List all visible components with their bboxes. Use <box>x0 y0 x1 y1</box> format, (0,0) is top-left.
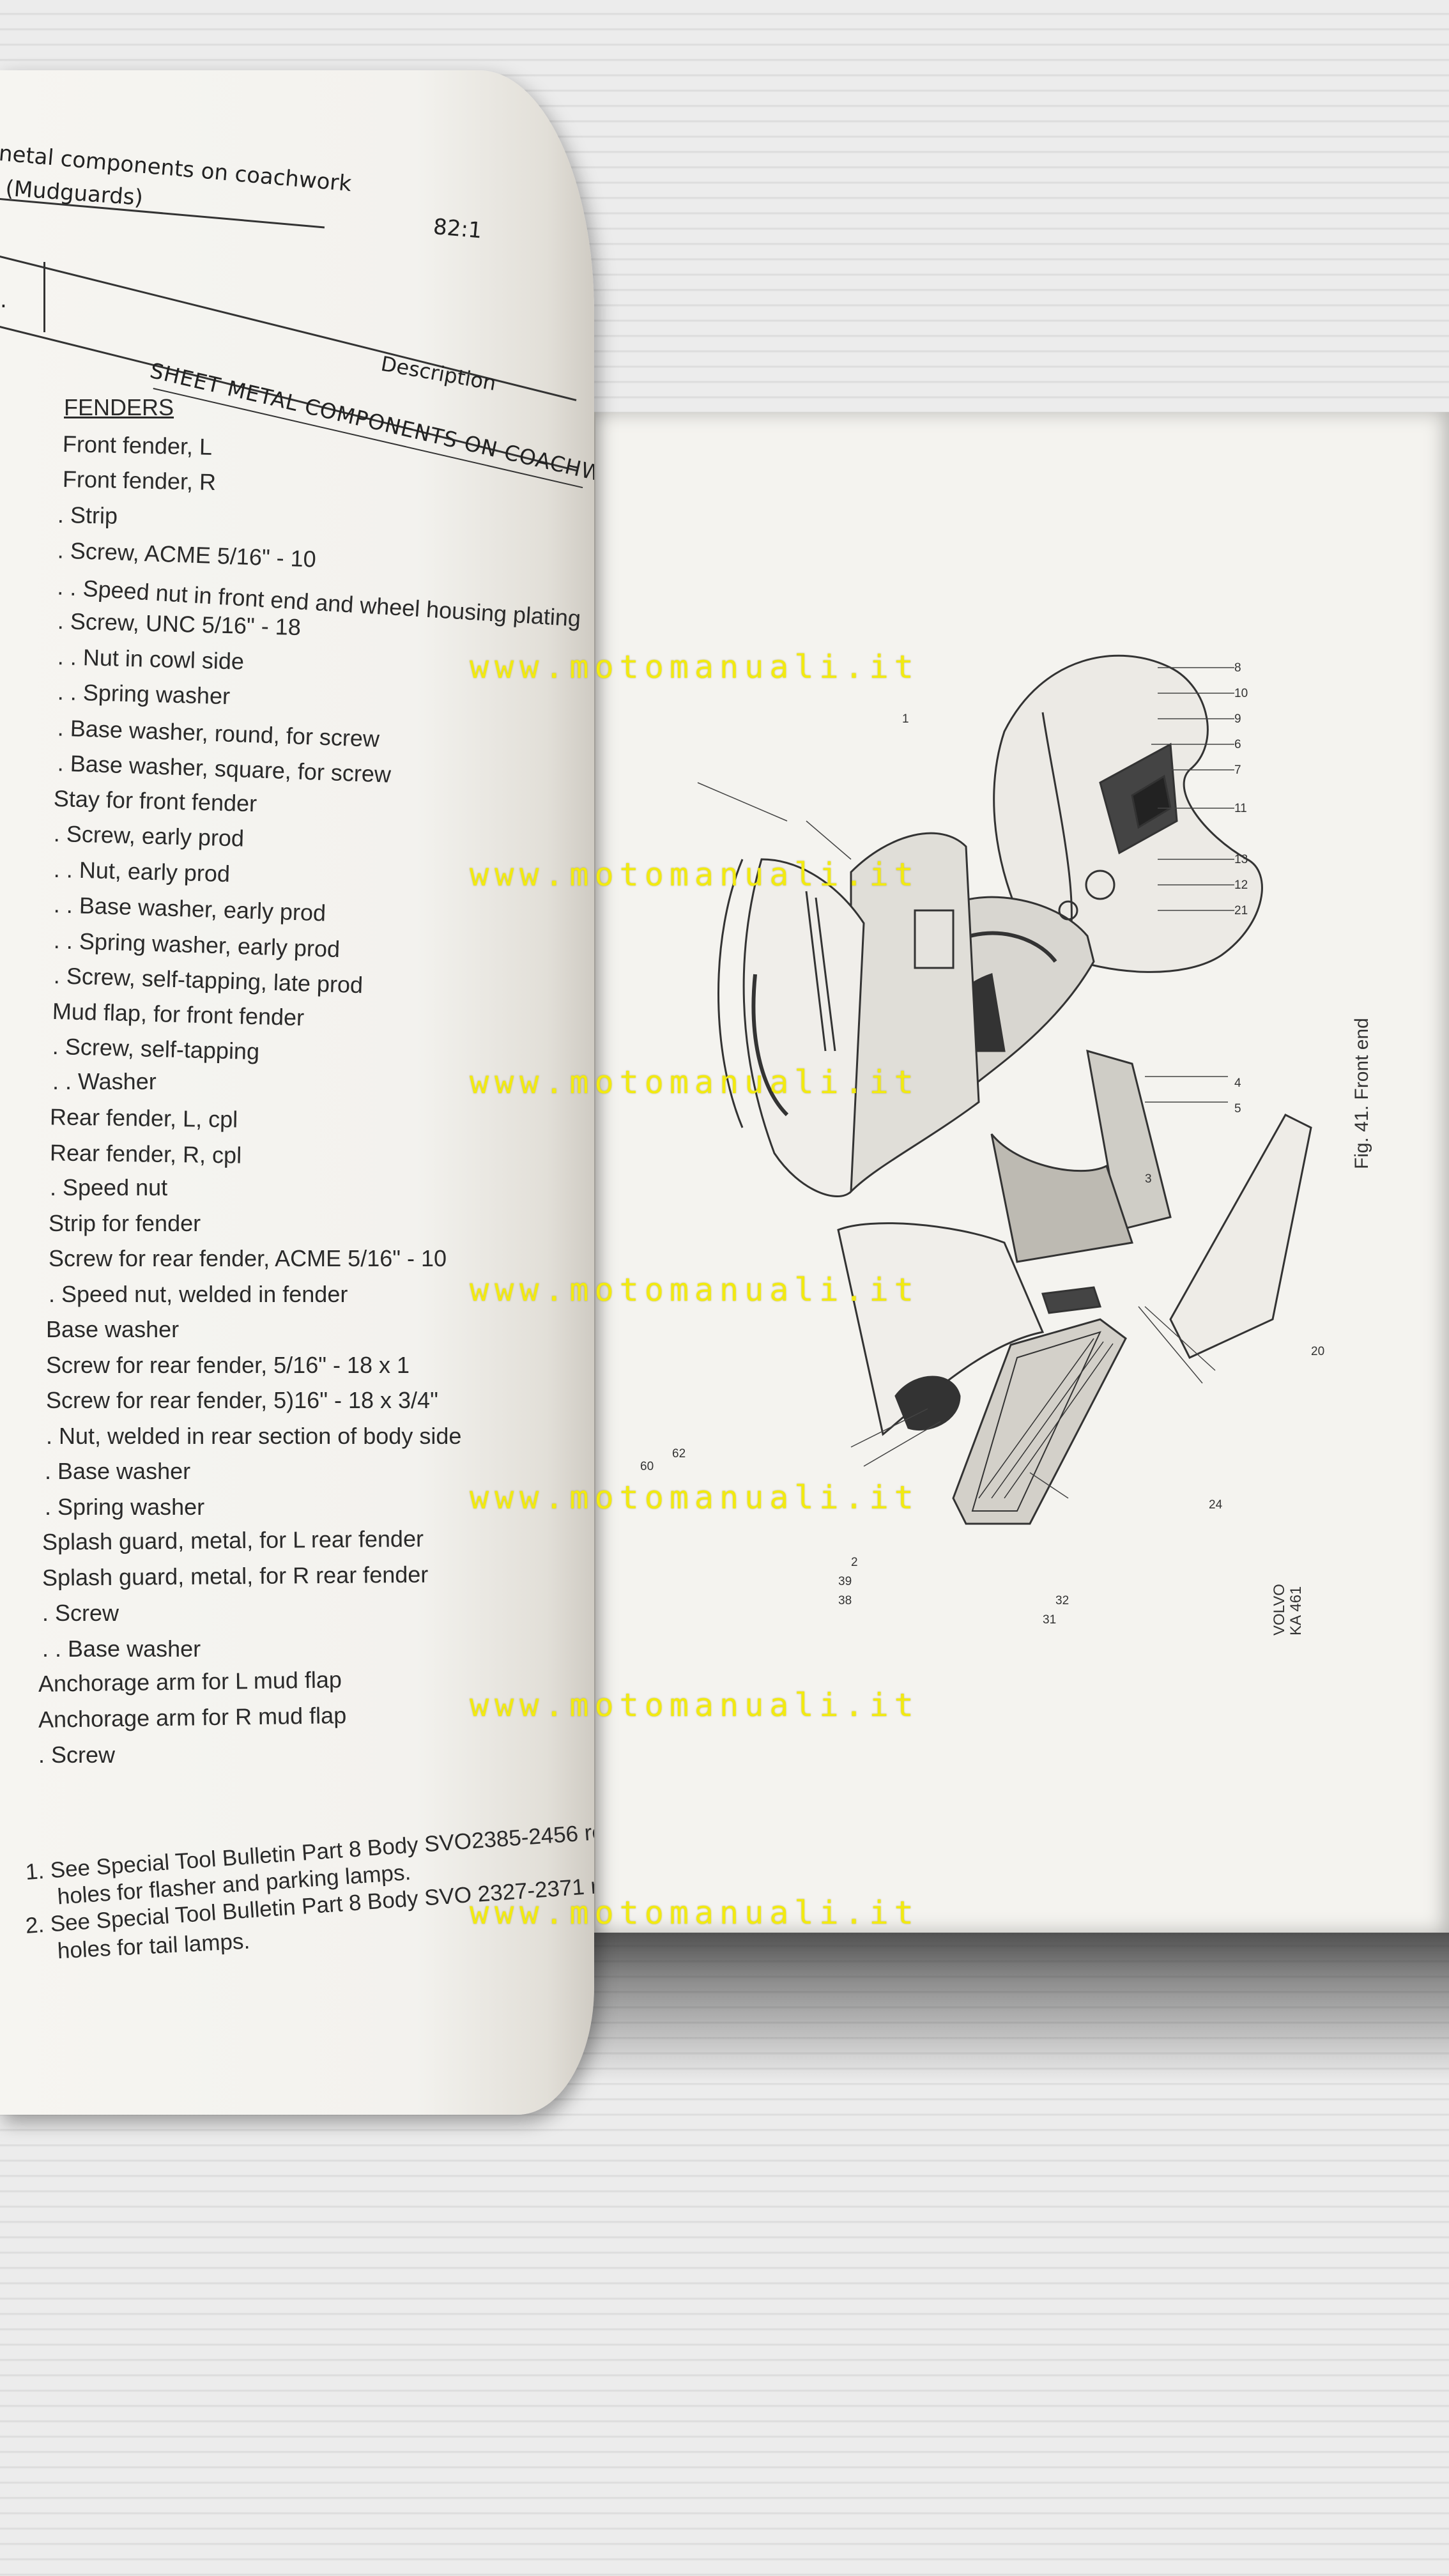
watermark-text: www.motomanuali.it <box>470 1064 919 1101</box>
column-header-no: . <box>0 288 7 313</box>
right-page: 8 10 9 6 7 11 13 12 21 1 2 4 5 3 20 24 3… <box>594 412 1449 1933</box>
figure-code: VOLVO KA 461 <box>1271 1584 1305 1636</box>
parts-list-item: Strip for fender <box>49 1209 201 1236</box>
parts-list-item: Splash guard, metal, for L rear fender <box>42 1525 424 1555</box>
parts-list-item: . . Washer <box>52 1068 157 1094</box>
parts-list-item: Rear fender, R, cpl <box>49 1138 242 1169</box>
parts-list-item: Screw for rear fender, 5)16" - 18 x 3/4" <box>46 1387 438 1413</box>
parts-list-item: . Screw <box>42 1600 119 1626</box>
parts-list-item: FENDERS <box>64 394 174 420</box>
column-header-description: Description <box>379 351 498 396</box>
watermark-text: www.motomanuali.it <box>470 1479 919 1516</box>
watermark-text: www.motomanuali.it <box>470 1687 919 1724</box>
parts-list-item: . . Base washer <box>42 1635 201 1662</box>
figure-caption: Fig. 41. Front end <box>1351 1018 1372 1169</box>
parts-list-item: . Nut, welded in rear section of body si… <box>46 1422 462 1449</box>
page-number: 82:1 <box>432 214 484 244</box>
front-end-exploded-diagram <box>697 654 1312 1525</box>
parts-list-item: Splash guard, metal, for R rear fender <box>42 1561 429 1591</box>
watermark-text: www.motomanuali.it <box>470 648 919 686</box>
left-page: netal components on coachwork (Mudguards… <box>0 70 594 2115</box>
watermark-text: www.motomanuali.it <box>470 1894 919 1931</box>
parts-list-item: . Base washer <box>45 1458 191 1484</box>
parts-list-item: Screw for rear fender, 5/16" - 18 x 1 <box>46 1351 410 1378</box>
header-underline <box>0 198 325 229</box>
parts-list-item: Screw for rear fender, ACME 5/16" - 10 <box>49 1245 447 1271</box>
figure-code-line1: VOLVO <box>1271 1584 1288 1636</box>
parts-list-item: . Speed nut, welded in fender <box>49 1280 348 1307</box>
parts-list-item: . Spring washer <box>45 1493 205 1520</box>
parts-list-item: Base washer <box>46 1316 180 1342</box>
column-divider <box>43 262 45 332</box>
parts-list-item: . Screw <box>38 1742 116 1768</box>
parts-list: FENDERS Front fender, L Front fender, R … <box>32 390 582 1773</box>
watermark-text: www.motomanuali.it <box>470 856 919 893</box>
figure-code-line2: KA 461 <box>1287 1586 1305 1636</box>
watermark-text: www.motomanuali.it <box>470 1271 919 1308</box>
parts-list-item: . Speed nut <box>50 1174 168 1200</box>
